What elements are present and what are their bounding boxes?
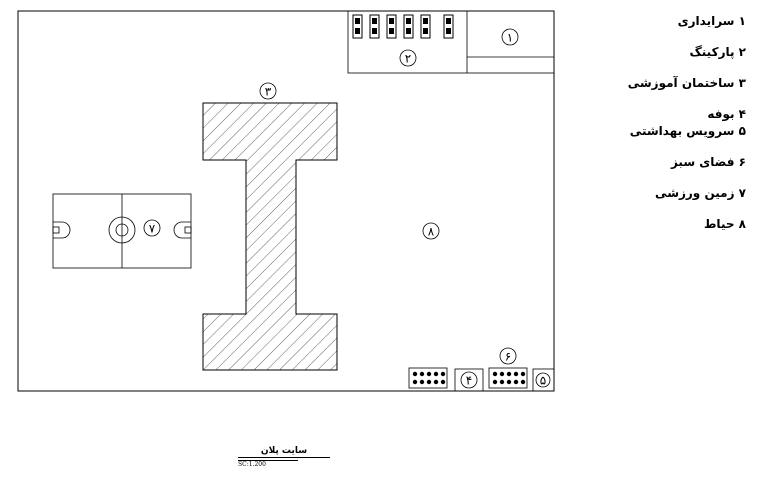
car-icon xyxy=(420,14,431,39)
site-boundary xyxy=(17,10,555,392)
car-icon xyxy=(386,14,397,39)
caption-underline xyxy=(238,457,330,458)
car-icon xyxy=(403,14,414,39)
legend-item: ۳ ساختمان آموزشی xyxy=(627,76,746,90)
marker-green: ۶ xyxy=(499,347,517,365)
legend-item: ۵ سرویس بهداشتی xyxy=(629,124,746,138)
svg-text:۲: ۲ xyxy=(405,52,411,66)
caretaker-parking-block xyxy=(347,10,555,74)
marker-building: ۳ xyxy=(259,82,277,100)
legend-item: ۷ زمین ورزشی xyxy=(655,186,746,200)
green-space xyxy=(488,367,528,389)
marker-yard: ۸ xyxy=(422,222,440,240)
marker-wc: ۵ xyxy=(535,372,551,388)
legend-item: ۸ حیاط xyxy=(703,217,746,231)
legend: ۱ سرایداری ۲ پارکینگ ۳ ساختمان آموزشی ۴ … xyxy=(610,14,746,248)
svg-text:۷: ۷ xyxy=(149,222,156,236)
buffet xyxy=(454,368,484,392)
svg-text:۵: ۵ xyxy=(540,374,546,388)
svg-text:۳: ۳ xyxy=(265,85,272,99)
svg-text:۴: ۴ xyxy=(466,374,472,388)
dot-grid-left xyxy=(408,367,448,389)
legend-item: ۲ پارکینگ xyxy=(689,45,747,59)
sports-field xyxy=(52,193,192,269)
svg-text:۶: ۶ xyxy=(505,350,511,364)
marker-caretaker: ۱ xyxy=(501,28,519,46)
car-icon xyxy=(443,14,454,39)
caption-scale: SC:1.200 xyxy=(238,461,266,468)
legend-item: ۴ بوفه xyxy=(707,107,746,121)
legend-item: ۱ سرایداری xyxy=(677,14,746,28)
caption-underline-short xyxy=(238,460,298,461)
car-icon xyxy=(369,14,380,39)
parked-cars xyxy=(352,14,454,39)
caption-title: سایت پلان xyxy=(260,446,308,456)
educational-building xyxy=(202,102,338,371)
drawing-caption: سایت پلان SC:1.200 xyxy=(238,446,330,469)
svg-text:۱: ۱ xyxy=(507,31,513,45)
wc xyxy=(532,368,555,392)
legend-item: ۶ فضای سبز xyxy=(670,155,746,169)
marker-field: ۷ xyxy=(143,219,161,237)
car-icon xyxy=(352,14,363,39)
marker-parking: ۲ xyxy=(399,49,417,67)
svg-text:۸: ۸ xyxy=(428,225,435,239)
site-plan-drawing: ۱ ۲ ۳ ۷ ۸ ۶ ۴ ۵ xyxy=(17,10,555,392)
marker-buffet: ۴ xyxy=(460,371,478,389)
